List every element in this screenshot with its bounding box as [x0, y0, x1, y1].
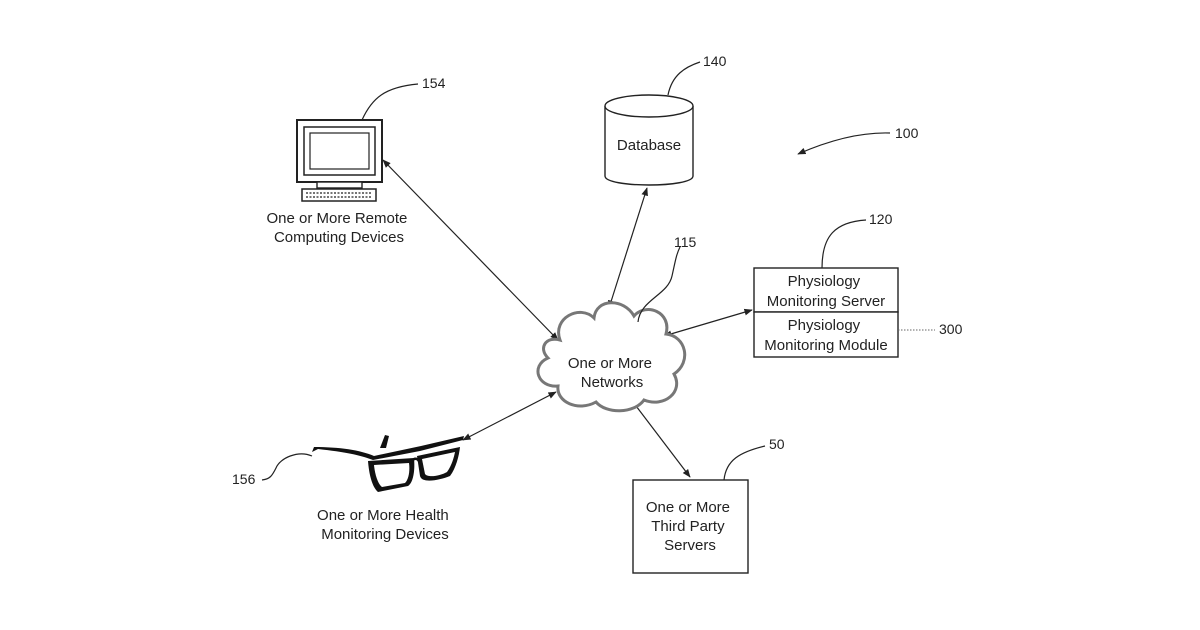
health-leader: [262, 454, 312, 480]
third-party-network-connector: [630, 398, 690, 477]
network-label-line2: Networks: [581, 374, 644, 391]
server-leader: [822, 220, 866, 268]
database-leader: [668, 62, 700, 95]
third-label-line1: One or More: [646, 499, 730, 516]
database-network-connector: [609, 188, 647, 308]
module-ref-number: 300: [939, 321, 963, 337]
remote-network-connector: [383, 160, 558, 340]
system-leader-arrow: [798, 133, 890, 154]
computer-monitor-icon: [297, 120, 382, 201]
health-ref-number: 156: [232, 471, 256, 487]
remote-leader: [362, 84, 418, 120]
third-party-leader: [724, 446, 765, 480]
module-label-line2: Monitoring Module: [764, 337, 887, 354]
remote-label-line1: One or More Remote: [266, 210, 407, 227]
server-network-connector: [664, 310, 752, 336]
network-label-line1: One or More: [568, 355, 652, 372]
server-label-line2: Monitoring Server: [767, 293, 885, 310]
network: One or More Networks 115: [538, 234, 697, 411]
network-ref-number: 115: [674, 234, 697, 250]
third-party-servers: One or More Third Party Servers 50: [633, 436, 785, 573]
physiology-server: Physiology Monitoring Server Physiology …: [754, 211, 963, 357]
remote-device: 154 One or More Remote Computing Devices: [266, 75, 445, 246]
third-party-ref-number: 50: [769, 436, 785, 452]
database: Database 140: [605, 53, 727, 185]
server-ref-number: 120: [869, 211, 893, 227]
database-label: Database: [617, 137, 681, 154]
server-label-line1: Physiology: [788, 273, 861, 290]
health-device: 156 One or More Health Monitoring Device…: [232, 435, 464, 543]
eyeglasses-icon: [312, 435, 464, 492]
third-label-line3: Servers: [664, 537, 716, 554]
remote-ref-number: 154: [422, 75, 446, 91]
health-network-connector: [463, 392, 556, 440]
database-ref-number: 140: [703, 53, 727, 69]
third-label-line2: Third Party: [651, 518, 725, 535]
health-label-line2: Monitoring Devices: [321, 526, 449, 543]
health-label-line1: One or More Health: [317, 507, 449, 524]
remote-label-line2: Computing Devices: [274, 229, 404, 246]
remote-device-label: One or More Remote Computing Devices: [266, 210, 411, 246]
health-device-label: One or More Health Monitoring Devices: [317, 507, 453, 543]
module-label-line1: Physiology: [788, 317, 861, 334]
system-ref-number: 100: [895, 125, 919, 141]
